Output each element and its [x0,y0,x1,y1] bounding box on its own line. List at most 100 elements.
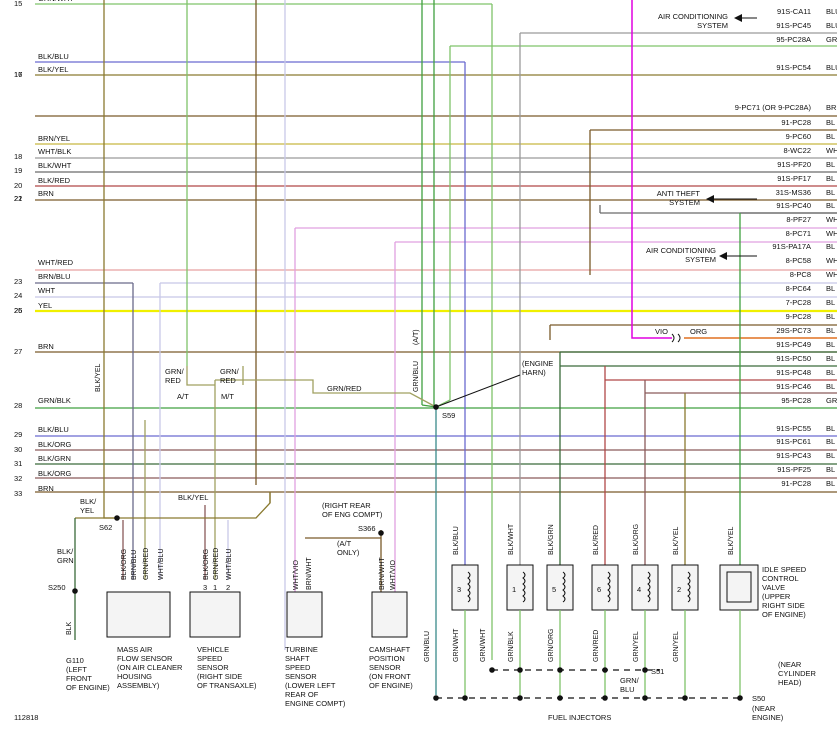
tss-label: SHAFT [285,654,310,663]
tss-label: (LOWER LEFT [285,681,336,690]
circuit-id: 7-PC28 [786,298,811,307]
circuit-color: GR [826,396,837,405]
wire-blk-yel-h [117,492,271,519]
fuel-injector-5 [546,564,574,611]
row-number: 26 [14,306,22,315]
coil-symbol [467,571,471,603]
grn-blu-v-label: GRN/BLU [413,361,420,392]
system-label: AIR CONDITIONING [646,246,716,255]
blk-grn-label: BLK/ [57,547,74,556]
connector-symbol [671,333,681,343]
grn-blu-label: GRN/ [620,676,640,685]
maf-pin-label: BLK/ORG [121,549,128,580]
row-number: 23 [14,277,22,286]
circuit-color: BL [826,437,835,446]
vss-label: (RIGHT SIDE [197,672,242,681]
near-head-label: (NEAR [778,660,802,669]
circuit-color: WH [826,229,837,238]
maf-pin-label: WHT/BLU [158,549,165,581]
turbine-shaft-speed-sensor [286,591,323,638]
s50-dot [433,695,439,701]
circuit-id: 9-PC71 (OR 9-PC28A) [735,103,812,112]
iac-label: OF ENGINE) [762,610,806,619]
vss-label: VEHICLE [197,645,229,654]
maf-label: (ON AIR CLEANER [117,663,183,672]
cmp-pin-label: BRN/WHT [379,557,386,590]
maf-pin-label: BRN/BLU [131,550,138,580]
maf-label: MASS AIR [117,645,153,654]
injector-ground-label: GRN/WHT [453,628,460,662]
circuit-id: 91S-PC46 [776,382,811,391]
injector-number: 1 [512,585,516,594]
iac-label: IDLE SPEED [762,565,807,574]
blk-yel-label: YEL [80,506,94,515]
cmp-pin-label: WHT/VIO [390,560,397,590]
circuit-color: BL [826,132,835,141]
circuit-color: BL [826,326,835,335]
right-rear-label: (RIGHT REAR [322,501,371,510]
fuel-injector-2 [671,564,699,611]
s51-dot [557,667,563,673]
engine-harn-label: HARN) [522,368,546,377]
maf-pin-label: GRN/RED [143,548,150,580]
maf-label: FLOW SENSOR [117,654,173,663]
fuel-injectors-label: FUEL INJECTORS [548,713,611,722]
s59-label: S59 [442,411,455,420]
row-number: 27 [14,347,22,356]
circuit-color: WH [826,215,837,224]
circuit-id: 91-PC28 [781,479,811,488]
cmp-label: OF ENGINE) [369,681,413,690]
circuit-color: BL [826,382,835,391]
wire-color-label: GRN/WHT [38,0,74,3]
injector-ground-label: GRN/YEL [633,631,640,662]
injector-wire-label: BLK/ORG [633,524,640,555]
wire-color-label: YEL [38,301,52,310]
coil-symbol [647,571,651,603]
arrow-icon [706,195,714,203]
diagram-id: 112818 [14,713,38,722]
injector-wire-label: BLK/YEL [673,526,680,555]
injector-number: 6 [597,585,601,594]
blk-yel-h-label: BLK/YEL [178,493,208,502]
vss-pin-number: 1 [213,583,217,592]
row-number: 31 [14,459,22,468]
vss-label: SENSOR [197,663,229,672]
s51-dot [602,667,608,673]
circuit-id: 91S-PC43 [776,451,811,460]
system-label: AIR CONDITIONING [658,12,728,21]
grn-blu-label: BLU [620,685,635,694]
injector-ground-label: GRN/WHT [480,628,487,662]
fuel-injector-3 [451,564,479,611]
vss-label: SPEED [197,654,223,663]
injector-wire-label: BLK/BLU [453,526,460,555]
tss-pin-label: WHT/VIO [293,560,300,590]
injector-number: 4 [637,585,641,594]
circuit-id: 8-PC71 [786,229,811,238]
system-label: SYSTEM [669,198,700,207]
maf-label: ASSEMBLY) [117,681,160,690]
wire-color-label: BRN [38,189,54,198]
circuit-color: BL [826,188,835,197]
s50-dot [602,695,608,701]
tss-label: SENSOR [285,672,317,681]
row-number: 15 [14,0,22,8]
circuit-color: BL [826,424,835,433]
circuit-color: BL [826,174,835,183]
circuit-color: BL [826,340,835,349]
circuit-color: BRN / BL [826,103,837,112]
s51-dot [642,667,648,673]
system-label: SYSTEM [685,255,716,264]
row-number: 29 [14,430,22,439]
circuit-id: 91S-PF17 [777,174,811,183]
circuit-color: BL [826,465,835,474]
wire-color-label: BLK/BLU [38,52,69,61]
wire-color-label: BLK/ORG [38,469,72,478]
near-engine-label: ENGINE) [752,713,784,722]
g110-label: OF ENGINE) [66,683,110,692]
at-only-label: ONLY) [337,548,360,557]
near-head-label: HEAD) [778,678,802,687]
wire-color-label: BRN/BLU [38,272,71,281]
pointer-engine-harn [435,374,521,408]
